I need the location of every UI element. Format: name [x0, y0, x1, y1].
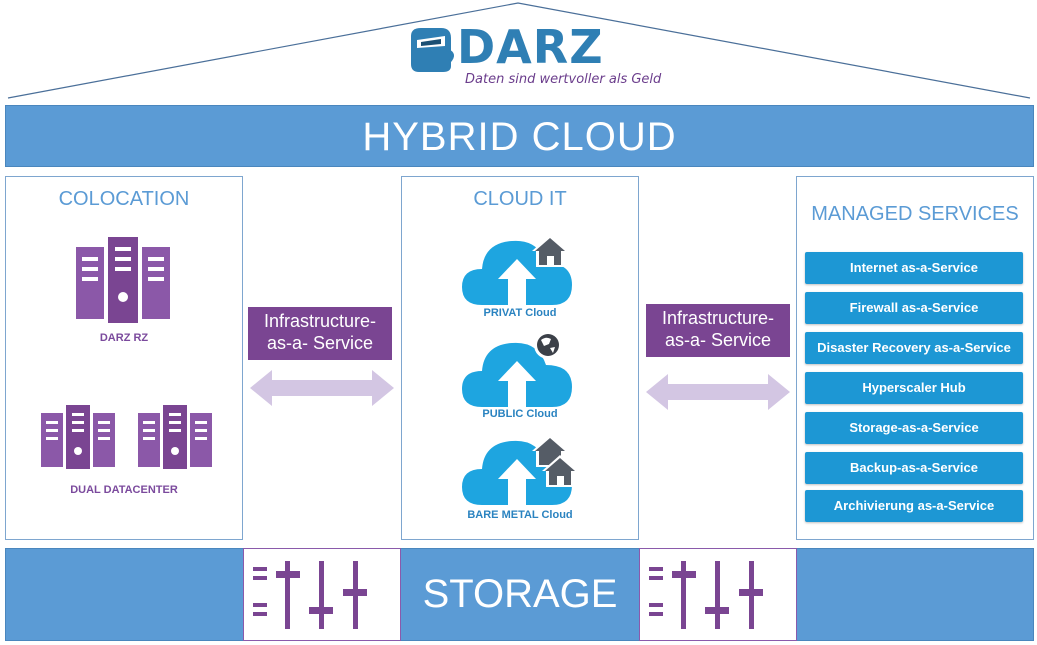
public-cloud-label: PUBLIC Cloud: [482, 408, 558, 420]
logo-tagline: Daten sind wertvoller als Geld: [465, 72, 662, 87]
double-arrow-icon: [646, 374, 790, 410]
internet-service-button[interactable]: Internet as-a-Service: [805, 252, 1023, 284]
server-rack-icon: [41, 405, 115, 469]
storage-banner: [5, 548, 1034, 641]
iaas-left-line2: as-a- Service: [266, 333, 374, 353]
iaas-right-line2: as-a- Service: [664, 330, 772, 350]
private-cloud-label: PRIVAT Cloud: [483, 307, 557, 319]
storage-service-button[interactable]: Storage-as-a-Service: [805, 412, 1023, 444]
globe-icon: [534, 331, 562, 359]
colocation-title: COLOCATION: [58, 188, 190, 210]
storage-title: STORAGE: [422, 572, 618, 616]
iaas-right-line1: Infrastructure-: [661, 308, 775, 328]
server-rack-icon: [76, 237, 170, 323]
cloud-it-panel: CLOUD IT PRIVAT Cloud PUBLIC Cloud: [401, 176, 639, 540]
roof-outline: [7, 2, 1031, 99]
equalizer-panel-right: [639, 548, 797, 641]
cloud-upload-icon: [462, 435, 578, 505]
darz-logo[interactable]: DARZ Daten sind wertvoller als Geld: [405, 20, 661, 96]
managed-services-panel: MANAGED SERVICES Internet as-a-Service F…: [796, 176, 1034, 540]
cloud-upload-icon: [462, 235, 572, 305]
equalizer-icon: [253, 561, 367, 629]
iaas-box-left: Infrastructure- as-a- Service: [248, 307, 392, 360]
bare-metal-cloud-label: BARE METAL Cloud: [467, 509, 573, 521]
archivierung-service-button[interactable]: Archivierung as-a-Service: [805, 490, 1023, 522]
cloud-it-title: CLOUD IT: [473, 188, 567, 210]
colocation-panel: COLOCATION DARZ RZ: [5, 176, 243, 540]
equalizer-icon: [649, 561, 763, 629]
darz-rz-label: DARZ RZ: [99, 332, 149, 344]
double-arrow-icon: [250, 370, 394, 406]
dual-datacenter-label: DUAL DATACENTER: [70, 484, 178, 496]
equalizer-panel-left: [243, 548, 401, 641]
server-rack-icon: [138, 405, 212, 469]
hyperscaler-hub-button[interactable]: Hyperscaler Hub: [805, 372, 1023, 404]
backup-service-button[interactable]: Backup-as-a-Service: [805, 452, 1023, 484]
logo-wordmark: DARZ: [457, 20, 604, 74]
logo-face-icon: [411, 28, 454, 72]
disaster-recovery-button[interactable]: Disaster Recovery as-a-Service: [805, 332, 1023, 364]
managed-services-title: MANAGED SERVICES: [811, 203, 1019, 225]
iaas-left-line1: Infrastructure-: [263, 311, 377, 331]
cloud-upload-icon: [462, 331, 572, 407]
iaas-box-right: Infrastructure- as-a- Service: [646, 304, 790, 357]
firewall-service-button[interactable]: Firewall as-a-Service: [805, 292, 1023, 324]
hybrid-cloud-banner: HYBRID CLOUD: [5, 105, 1034, 167]
